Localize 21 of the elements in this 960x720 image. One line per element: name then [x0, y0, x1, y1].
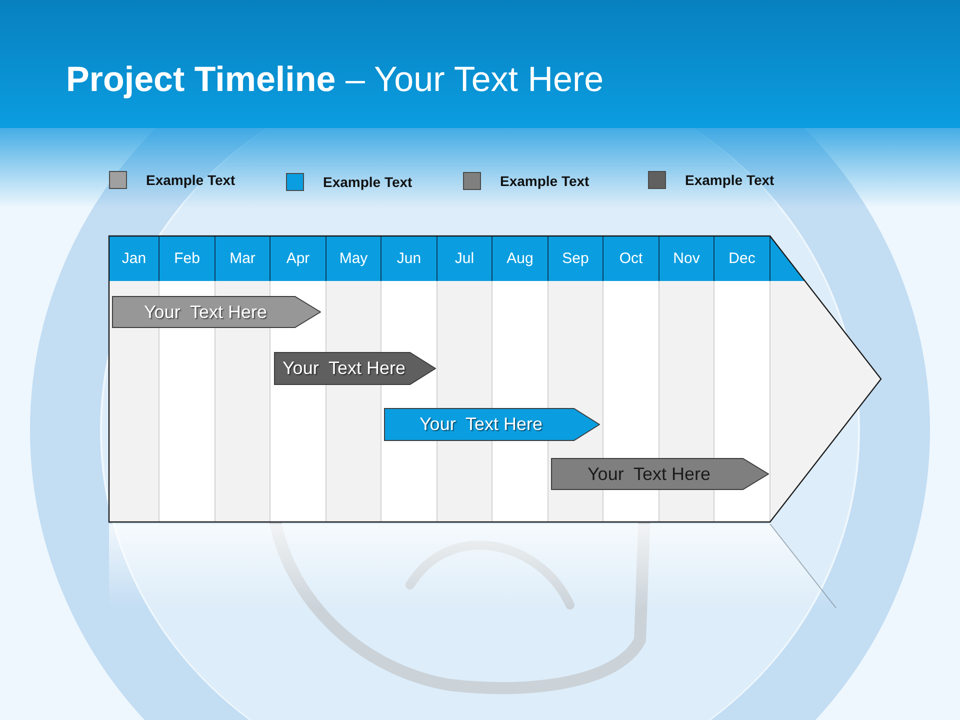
task-bar: Your Text Here — [384, 408, 600, 441]
legend-label: Example Text — [500, 173, 590, 189]
legend-label: Example Text — [146, 172, 236, 188]
month-label: Sep — [561, 249, 590, 269]
month-label: Apr — [285, 249, 311, 269]
month-label: Dec — [728, 249, 756, 269]
month-label: May — [338, 249, 369, 269]
month-label: Mar — [228, 249, 256, 269]
month-label: Aug — [506, 249, 534, 269]
legend-label: Example Text — [685, 172, 774, 188]
legend-label: Example Text — [323, 174, 412, 190]
task-bar: Your Text Here — [112, 296, 321, 328]
month-label: Jan — [120, 249, 148, 269]
month-label: Jul — [454, 249, 476, 269]
task-bar: Your Text Here — [551, 458, 769, 490]
month-label: Nov — [672, 249, 701, 269]
month-label: Jun — [396, 249, 422, 269]
month-label: Oct — [618, 249, 644, 269]
task-bar: Your Text Here — [274, 352, 436, 385]
month-label: Feb — [173, 249, 201, 269]
slide-title: Project Timeline – Your Text Here — [66, 60, 604, 100]
